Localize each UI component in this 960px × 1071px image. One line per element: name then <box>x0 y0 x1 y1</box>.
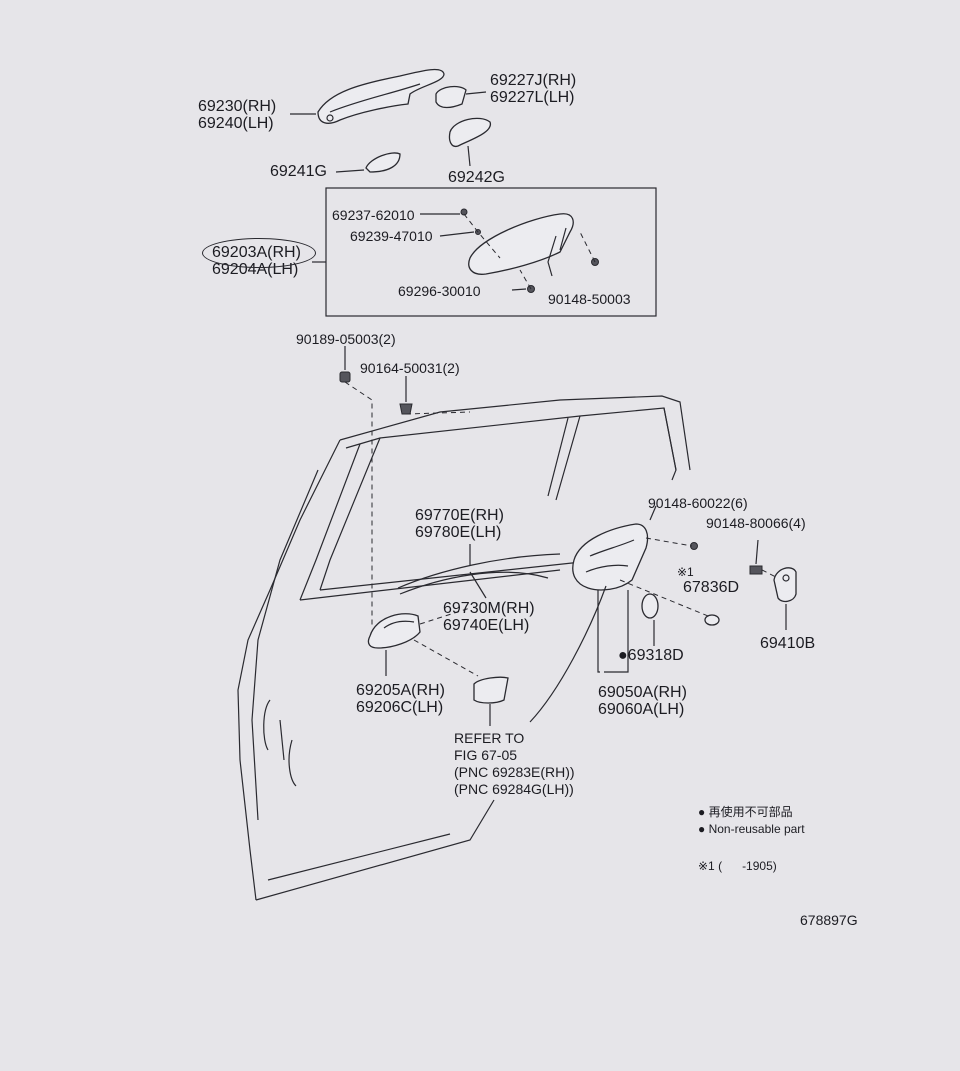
door-panel-outline <box>237 395 691 901</box>
label-69050-69060: 69050A(RH) 69060A(LH) <box>598 684 687 718</box>
label-90148-80066: 90148-80066(4) <box>706 515 806 531</box>
label-69410b: 69410B <box>760 635 816 652</box>
door-striker <box>773 567 797 603</box>
label-69227: 69227J(RH) 69227L(LH) <box>490 72 577 106</box>
key-cylinder-cover <box>365 152 401 173</box>
legend-non-reusable-jp: ● 再使用不可部品 <box>698 805 793 819</box>
inside-door-handle <box>367 613 421 649</box>
label-67836d: 67836D <box>683 579 740 596</box>
figure-id: 678897G <box>800 912 858 928</box>
hand-circled-mark <box>202 238 316 268</box>
handle-frame-assembly <box>468 213 574 277</box>
label-69230-69240: 69230(RH) 69240(LH) <box>198 98 277 132</box>
label-69239-47010: 69239-47010 <box>350 228 433 244</box>
label-69296-30010: 69296-30010 <box>398 283 481 299</box>
label-90148-60022: 90148-60022(6) <box>648 495 748 511</box>
handle-bezel <box>448 117 491 148</box>
label-note-mark: ※1 <box>677 565 694 579</box>
label-90189-05003: 90189-05003(2) <box>296 331 396 347</box>
label-refer-to-fig: REFER TO FIG 67-05 (PNC 69283E(RH)) (PNC… <box>454 730 575 797</box>
door-lock-assembly <box>572 523 649 591</box>
label-69730-69740: 69730M(RH) 69740E(LH) <box>443 600 535 634</box>
frame-assembly-box <box>325 187 657 317</box>
outside-door-handle <box>317 68 445 124</box>
label-69237-62010: 69237-62010 <box>332 207 415 223</box>
label-69241g: 69241G <box>270 163 327 180</box>
label-90148-50003: 90148-50003 <box>548 291 631 307</box>
label-69770-69780: 69770E(RH) 69780E(LH) <box>415 507 504 541</box>
legend-note: ※1 ( -1905) <box>698 859 777 873</box>
legend-non-reusable-en: ● Non-reusable part <box>698 822 805 836</box>
label-69318d: ●69318D <box>618 647 684 664</box>
label-69205-69206: 69205A(RH) 69206C(LH) <box>356 682 445 716</box>
label-90164-50031: 90164-50031(2) <box>360 360 460 376</box>
label-69242g: 69242G <box>448 169 505 186</box>
handle-cap <box>435 85 467 109</box>
